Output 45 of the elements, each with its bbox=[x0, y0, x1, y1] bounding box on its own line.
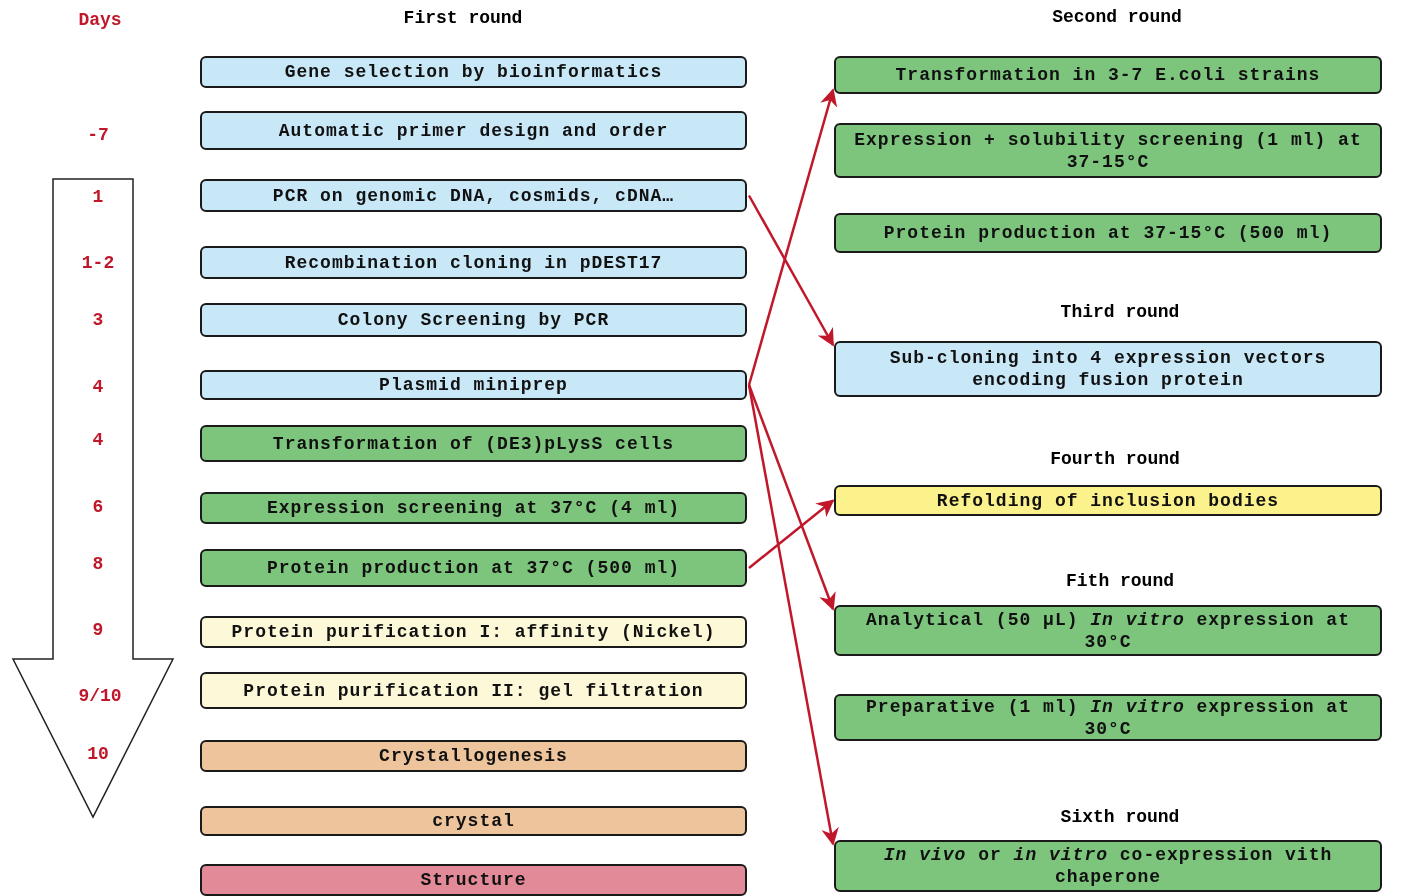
day-label: Days bbox=[78, 10, 122, 30]
arrow bbox=[747, 384, 836, 611]
process-box: Protein purification I: affinity (Nickel) bbox=[200, 616, 747, 648]
day-label: 1 bbox=[92, 187, 104, 207]
arrow bbox=[748, 499, 835, 569]
process-box: Protein production at 37-15°C (500 ml) bbox=[834, 213, 1382, 253]
process-box: crystal bbox=[200, 806, 747, 836]
day-label: -7 bbox=[87, 125, 109, 145]
arrow bbox=[747, 194, 835, 347]
column-heading: Third round bbox=[1060, 302, 1180, 322]
day-label: 4 bbox=[92, 377, 104, 397]
process-box: Analytical (50 µL) In vitro expression at 30°C bbox=[834, 605, 1382, 656]
process-box: Automatic primer design and order bbox=[200, 111, 747, 150]
day-label: 1-2 bbox=[81, 253, 115, 273]
day-label: 3 bbox=[92, 310, 104, 330]
process-box: PCR on genomic DNA, cosmids, cDNA… bbox=[200, 179, 747, 212]
process-box: Preparative (1 ml) In vitro expression at 30°C bbox=[834, 694, 1382, 741]
process-box: Structure bbox=[200, 864, 747, 896]
day-label: 9/10 bbox=[78, 686, 122, 706]
process-box: Protein purification II: gel filtration bbox=[200, 672, 747, 709]
column-heading: First round bbox=[403, 8, 523, 28]
column-heading: Sixth round bbox=[1060, 807, 1180, 827]
day-label: 6 bbox=[92, 497, 104, 517]
column-heading: Fith round bbox=[1066, 571, 1174, 591]
day-label: 4 bbox=[92, 430, 104, 450]
process-box: Sub-cloning into 4 expression vectors encoding fusion protein bbox=[834, 341, 1382, 397]
process-box: Protein production at 37°C (500 ml) bbox=[200, 549, 747, 587]
process-box: Transformation in 3-7 E.coli strains bbox=[834, 56, 1382, 94]
process-box: Refolding of inclusion bodies bbox=[834, 485, 1382, 516]
process-box: Colony Screening by PCR bbox=[200, 303, 747, 337]
process-box: Expression screening at 37°C (4 ml) bbox=[200, 492, 747, 524]
day-label: 9 bbox=[92, 620, 104, 640]
process-box: Crystallogenesis bbox=[200, 740, 747, 772]
process-box: In vivo or in vitro co-expression vith chaperone bbox=[834, 840, 1382, 892]
process-box: Recombination cloning in pDEST17 bbox=[200, 246, 747, 279]
arrow bbox=[747, 384, 839, 846]
process-box: Transformation of (DE3)pLysS cells bbox=[200, 425, 747, 462]
day-label: 8 bbox=[92, 554, 104, 574]
column-heading: Fourth round bbox=[1050, 449, 1180, 469]
arrow bbox=[747, 88, 838, 386]
day-label: 10 bbox=[87, 744, 109, 764]
process-box: Expression + solubility screening (1 ml) at 37-15°C bbox=[834, 123, 1382, 178]
process-box: Gene selection by bioinformatics bbox=[200, 56, 747, 88]
process-box: Plasmid miniprep bbox=[200, 370, 747, 400]
column-heading: Second round bbox=[1052, 7, 1182, 27]
